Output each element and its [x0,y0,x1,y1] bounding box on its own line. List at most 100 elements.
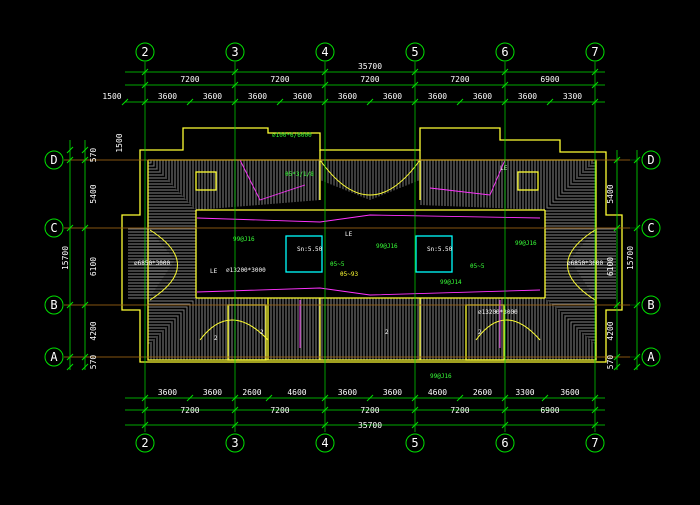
dim-bottom-bay: 7200 [360,406,379,415]
axis-bubble [495,433,515,453]
axis-label-left: D [50,153,57,167]
room-id-4: 2 [214,335,218,342]
dim-tick [613,363,621,371]
dim-tick [456,394,464,402]
dim-tick [81,353,89,361]
axis-bubble [225,433,245,453]
dim-top-bay: 7200 [270,75,289,84]
axis-label-right: C [647,221,654,235]
axis-bubble [495,42,515,62]
dim-tick [546,98,554,106]
dim-tick [321,81,329,89]
dim-tick [321,68,329,76]
dim-tick [613,353,621,361]
dim-tick [321,406,329,414]
dim-right-part: 570 [606,355,615,370]
dim-top-lead: 1500 [102,92,121,101]
dim-tick [141,68,149,76]
dim-left-part: 4200 [89,321,98,340]
axis-bubble [225,42,245,62]
axis-bubble [44,347,64,367]
dim-overall-top: 35700 [358,62,382,71]
roof-hatch [128,160,616,360]
axis-label-bottom: 4 [321,436,328,450]
room-id-2: 2 [385,329,389,336]
dim-tick [501,394,509,402]
dim-tick [66,353,74,361]
dim-top-sub: 3600 [248,92,267,101]
dim-tick [276,98,284,106]
axis-bubble [135,42,155,62]
dim-tick [81,146,89,154]
dim-tick [501,98,509,106]
dim-bottom-sub: 4600 [428,388,447,397]
dim-tick [141,394,149,402]
dim-tick [633,301,641,309]
shaft-label-right: Sn:5.50 [427,246,453,253]
axis-label-right: A [647,350,655,364]
axis-label-bottom: 2 [141,436,148,450]
dim-tick [633,224,641,232]
dim-bottom-sub: 2600 [473,388,492,397]
dim-tick [186,98,194,106]
axis-label-top: 4 [321,45,328,59]
dim-bottom-sub: 2600 [242,388,261,397]
axis-bubble [405,42,425,62]
axis-bubble [315,433,335,453]
axis-label-left: C [50,221,57,235]
dim-tick [231,406,239,414]
dim-top-sub: 3600 [518,92,537,101]
note-left-1: 99@J16 [233,236,255,243]
dim-tick [411,406,419,414]
room-id-3: 2 [478,329,482,336]
note-right-2: 99@J14 [440,279,462,286]
dim-right-part: 4200 [606,321,615,340]
dim-left-part: 6100 [89,257,98,276]
dim-tick [81,301,89,309]
axis-bubble [641,347,661,367]
note-bottom: 99@J16 [430,373,452,380]
dim-top-sub: 3300 [563,92,582,101]
dim-tick [265,394,273,402]
axis-label-bottom: 7 [591,436,598,450]
dim-bottom-sub: 3600 [158,388,177,397]
note-le-2: LE [500,165,508,172]
axis-label-top: 7 [591,45,598,59]
dim-tick [81,363,89,371]
note-top-left: ⌀100*6/6000 [272,132,312,139]
note-le-3: LE [210,268,218,275]
shaft-label-left: Sn:5.50 [297,246,323,253]
note-right-room: ⌀13200*3000 [478,309,518,316]
dim-bottom-bay: 7200 [270,406,289,415]
dim-tick [321,394,329,402]
dim-tick [66,363,74,371]
note-right-1: 99@J16 [515,240,537,247]
note-mid-1: 99@J16 [376,243,398,250]
dim-tick [321,421,329,429]
dim-tick [411,68,419,76]
axis-bubble [135,433,155,453]
axis-label-right: B [647,298,654,312]
dim-top-sub: 3600 [428,92,447,101]
axis-bubble [641,295,661,315]
dim-top-bay: 7200 [180,75,199,84]
note-top-mid: θ5*3/1/8 [285,171,314,178]
dim-top-sub: 3600 [158,92,177,101]
dim-bottom-sub: 3600 [203,388,222,397]
axis-label-top: 3 [231,45,238,59]
note-right-side: ⌀6850*3000 [567,260,604,267]
dim-bottom-bay: 7200 [450,406,469,415]
dim-right-part: 5400 [606,184,615,203]
axis-bubble [44,218,64,238]
note-left-side: ⌀6850*3000 [134,260,171,267]
dim-tick [186,394,194,402]
axis-label-bottom: 3 [231,436,238,450]
dim-tick [501,81,509,89]
dim-tick [231,81,239,89]
dim-tick [321,98,329,106]
axis-bubble [585,433,605,453]
dim-tick [591,406,599,414]
dim-left-total: 15700 [61,246,70,270]
note-left-room: ⌀13200*3000 [226,267,266,274]
